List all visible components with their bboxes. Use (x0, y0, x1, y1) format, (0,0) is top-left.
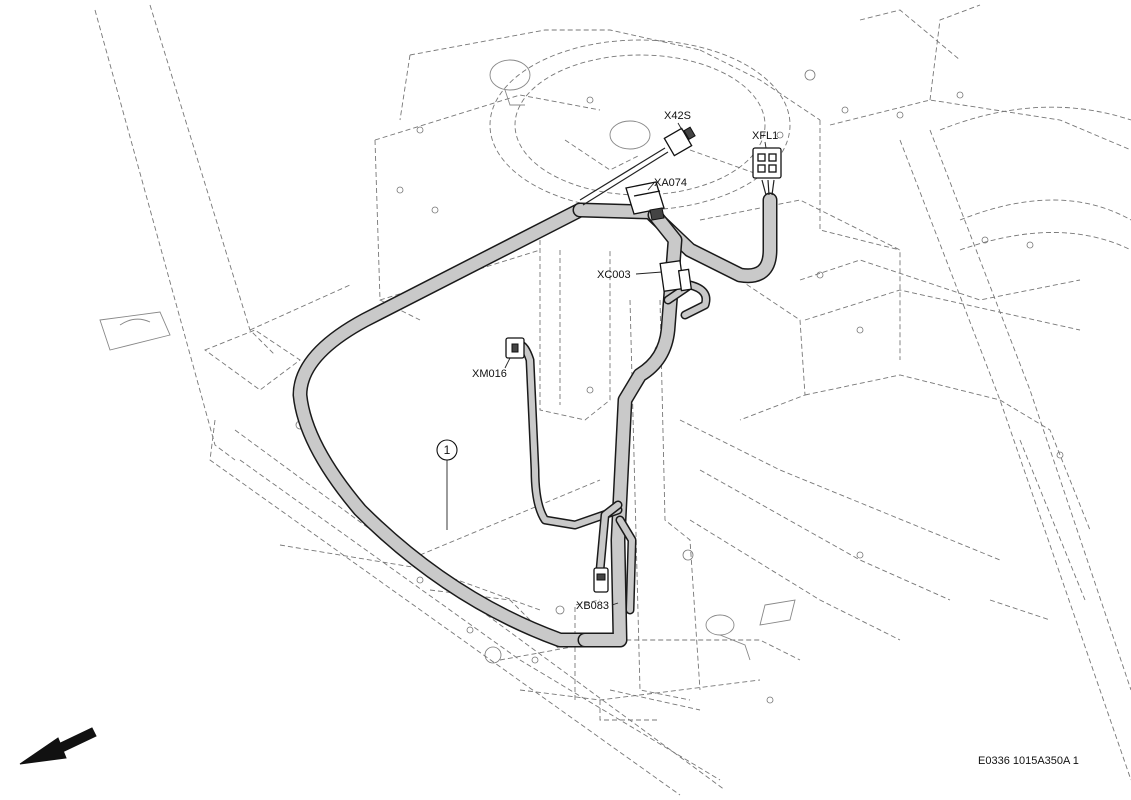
x42s-cable (579, 147, 666, 201)
label-x42s: X42S (664, 110, 691, 122)
connector-xfl1[interactable] (752, 147, 782, 179)
connector-labels: X42S XFL1 XA074 XC003 XM016 XB083 (472, 110, 778, 612)
connector-xm016[interactable] (505, 337, 525, 359)
main-harness (292, 192, 778, 648)
arrow-down-left-icon (19, 727, 97, 765)
connector-x42s[interactable] (663, 126, 696, 157)
label-xfl1: XFL1 (752, 130, 778, 142)
connector-xc003[interactable] (659, 260, 693, 292)
label-xc003: XC003 (597, 269, 631, 281)
connector-xa074[interactable] (625, 181, 665, 221)
xfl1-wires (761, 179, 775, 196)
background-structure (94, 4, 1131, 796)
label-xa074: XA074 (654, 177, 687, 189)
label-xb083: XB083 (576, 600, 609, 612)
drawing-reference-code: E0336 1015A350A 1 (978, 755, 1079, 767)
connector-xb083[interactable] (593, 567, 609, 593)
label-xm016: XM016 (472, 368, 507, 380)
x42s-cable-2 (582, 151, 669, 206)
callout-item-1: 1 (436, 439, 458, 530)
svg-text:1: 1 (444, 443, 451, 457)
